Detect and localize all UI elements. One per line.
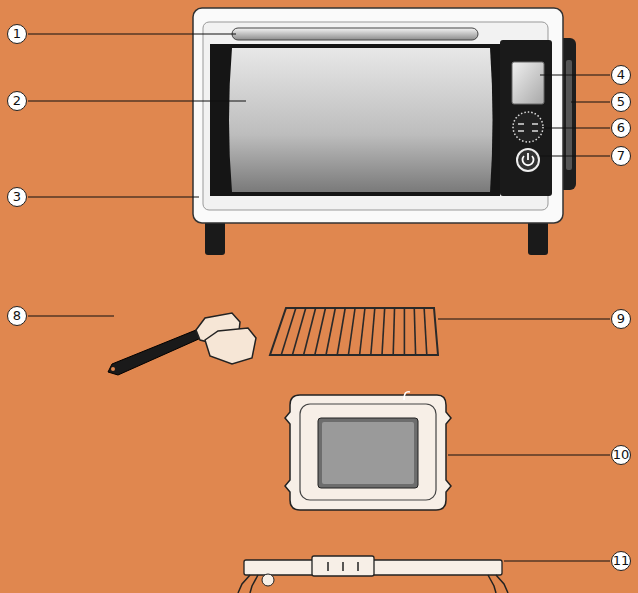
tray-lifter-handle bbox=[108, 330, 201, 375]
side-vent bbox=[566, 60, 572, 170]
rack-bar bbox=[348, 308, 355, 355]
leader-line bbox=[438, 318, 610, 319]
callout-number: 9 bbox=[611, 309, 631, 329]
glass-window bbox=[229, 48, 493, 192]
callout-number: 5 bbox=[611, 92, 631, 112]
crumb-tray-grip bbox=[312, 556, 374, 576]
rack-bar bbox=[337, 308, 345, 355]
leader-line bbox=[540, 74, 610, 75]
control-dial bbox=[513, 112, 543, 142]
rack-bar bbox=[304, 308, 316, 355]
power-button bbox=[517, 149, 539, 171]
callout-number: 11 bbox=[611, 551, 631, 571]
callout-number: 3 bbox=[7, 187, 27, 207]
leader-line bbox=[571, 101, 610, 102]
crumb-tray-leg bbox=[488, 575, 508, 593]
crumb-tray-leg bbox=[238, 575, 258, 593]
wire-rack bbox=[270, 308, 438, 355]
callout-number: 1 bbox=[7, 24, 27, 44]
callout-number: 7 bbox=[611, 146, 631, 166]
leader-line bbox=[540, 155, 610, 156]
dial-mark bbox=[518, 123, 524, 125]
dial-mark bbox=[532, 130, 538, 132]
control-panel bbox=[500, 40, 552, 196]
leader-line bbox=[28, 100, 246, 101]
tray-lifter-grip bbox=[205, 328, 256, 364]
hang-hole bbox=[111, 367, 115, 371]
rack-bar bbox=[414, 308, 415, 355]
leader-line bbox=[28, 315, 114, 316]
power-symbol bbox=[527, 153, 529, 160]
tray-hook bbox=[404, 392, 410, 400]
tray-base bbox=[318, 418, 418, 488]
leader-line bbox=[544, 127, 610, 128]
leader-line bbox=[504, 560, 610, 561]
door-handle bbox=[232, 28, 478, 40]
dial-mark bbox=[532, 123, 538, 125]
rack-bar bbox=[382, 308, 385, 355]
callout-number: 10 bbox=[611, 445, 631, 465]
crumb-tray-wheel bbox=[262, 574, 274, 586]
callout-number: 2 bbox=[7, 91, 27, 111]
tray-base-shine bbox=[322, 422, 414, 484]
display bbox=[512, 62, 544, 104]
rack-bar bbox=[371, 308, 375, 355]
rack-bar bbox=[315, 308, 326, 355]
rack-bar bbox=[393, 308, 394, 355]
window-frame bbox=[210, 44, 500, 196]
callout-number: 6 bbox=[611, 118, 631, 138]
dial-mark bbox=[518, 130, 524, 132]
callout-number: 4 bbox=[611, 65, 631, 85]
rack-bar bbox=[424, 308, 427, 355]
oven-door bbox=[203, 22, 548, 210]
tray-rim bbox=[300, 404, 436, 500]
leader-line bbox=[448, 454, 610, 455]
rack-bar bbox=[326, 308, 335, 355]
oven-body bbox=[193, 8, 563, 223]
leader-line bbox=[28, 196, 199, 197]
rack-bar bbox=[292, 308, 305, 355]
baking-tray bbox=[285, 395, 451, 510]
leader-lines bbox=[28, 34, 610, 561]
rack-bar bbox=[404, 308, 406, 355]
leader-line bbox=[28, 33, 236, 34]
rack-bar bbox=[360, 308, 365, 355]
callout-number: 8 bbox=[7, 306, 27, 326]
